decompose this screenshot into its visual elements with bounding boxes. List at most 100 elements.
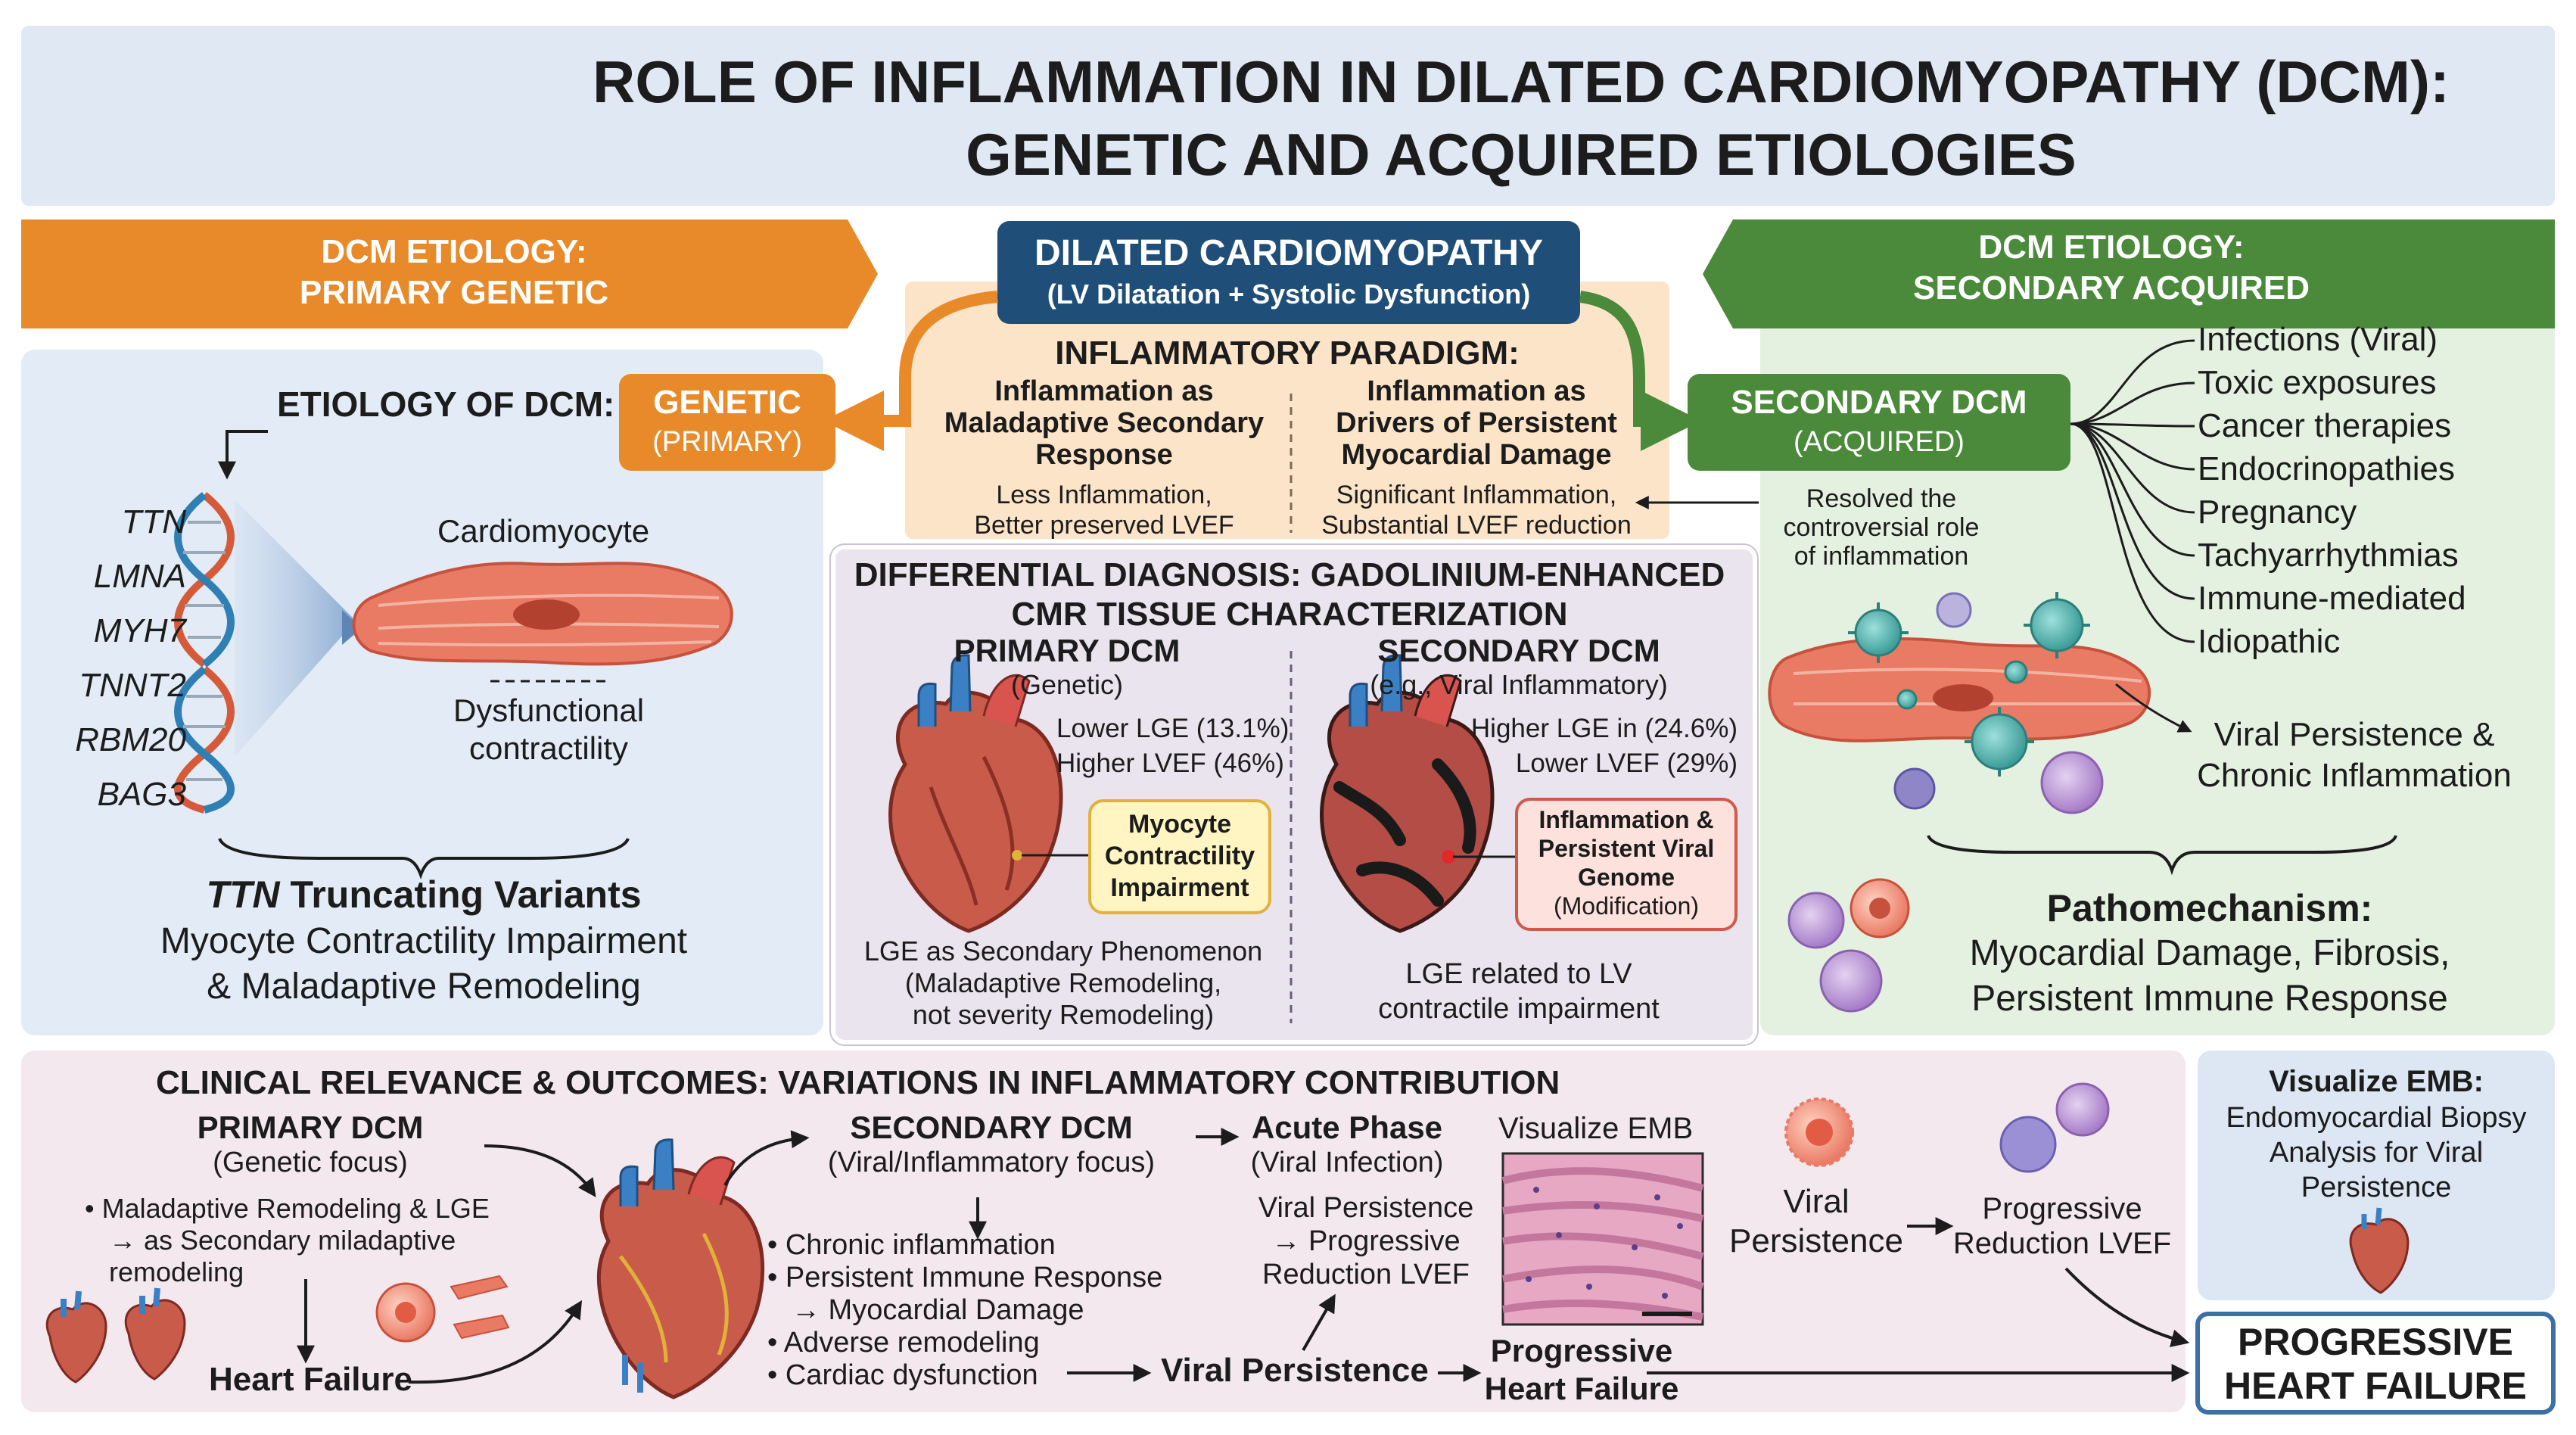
diff-secondary-stats: Higher LGE in (24.6%) Lower LVEF (29%) <box>1465 711 1738 781</box>
title-line-2: GENETIC AND ACQUIRED ETIOLOGIES <box>966 121 2077 188</box>
emb-histology-image <box>1501 1152 1704 1326</box>
differential-title-1: DIFFERENTIAL DIAGNOSIS: GADOLINIUM-ENHAN… <box>854 556 1725 593</box>
gene-tnnt2: TNNT2 <box>79 667 186 704</box>
clinical-viral-persistence: Viral Persistence <box>1161 1352 1429 1389</box>
emb-line-1: Endomyocardial Biopsy <box>2226 1102 2527 1134</box>
banner-center-shape <box>997 221 1580 324</box>
diff-secondary-box-4: (Modification) <box>1553 892 1700 920</box>
diff-secondary-foot-1: LGE related to LV <box>1405 958 1632 990</box>
clinical-secondary-head: SECONDARY DCM (Viral/Inflammatory focus) <box>802 1110 1181 1179</box>
emb-label: Visualize EMB <box>1498 1112 1694 1145</box>
diff-primary-box-3: Impairment <box>1110 873 1249 902</box>
paradigm-right-h1: Inflammation as <box>1367 375 1586 407</box>
etiology-label: ETIOLOGY OF DCM: <box>277 384 615 424</box>
hf-to-heart-arrow <box>408 1300 583 1384</box>
paradigm-left-s1: Less Inflammation, <box>996 481 1212 509</box>
diff-primary-foot: LGE as Secondary Phenomenon (Maladaptive… <box>840 935 1286 1031</box>
diff-secondary-foot: LGE related to LV contractile impairment <box>1296 957 1742 1026</box>
clinical-secondary-b5: • Cardiac dysfunction <box>767 1359 1038 1391</box>
diff-primary-foot-1: LGE as Secondary Phenomenon <box>863 935 1263 967</box>
primary-to-heart-arrow <box>484 1144 596 1197</box>
page-title: ROLE OF INFLAMMATION IN DILATED CARDIOMY… <box>484 45 2558 191</box>
diff-secondary-box-3: Genome <box>1577 864 1675 891</box>
final-line-1: PROGRESSIVE <box>2238 1321 2513 1363</box>
diff-primary-box-1: Myocyte <box>1128 810 1232 839</box>
ttn-summary-line-2: & Maladaptive Remodeling <box>207 967 641 1007</box>
virus-particles <box>1848 592 2104 814</box>
banner-left-line-1: DCM ETIOLOGY: <box>321 233 587 270</box>
clinical-secondary-title: SECONDARY DCM <box>850 1110 1133 1145</box>
ttn-gene-name: TTN <box>206 873 280 916</box>
genetic-badge-line-1: GENETIC <box>653 384 801 421</box>
emb-line-2: Analysis for Viral <box>2269 1137 2484 1169</box>
title-band <box>21 26 2555 206</box>
gene-bag3: BAG3 <box>97 776 186 813</box>
acute-phase-head: Acute Phase (Viral Infection) <box>1226 1110 1468 1179</box>
ttn-variants-label: Truncating Variants <box>279 873 642 916</box>
diff-secondary-stat-2: Lower LVEF (29%) <box>1515 749 1738 778</box>
cardiomyocyte-label: Cardiomyocyte <box>437 513 650 549</box>
cause-branches <box>2070 339 2195 643</box>
clinical-primary-bullets: • Maladaptive Remodeling & LGE → as Seco… <box>85 1193 490 1288</box>
diff-primary-head: PRIMARY DCM (Genetic) <box>848 633 1286 701</box>
diff-primary-box: Myocyte Contractility Impairment <box>1090 808 1270 904</box>
clinical-primary-b3: remodeling <box>109 1256 244 1287</box>
arrow-to-secondary <box>1579 291 1701 451</box>
clinical-primary-b2: → as Secondary miladaptive <box>109 1225 456 1256</box>
clinical-secondary-b3: → Myocardial Damage <box>792 1294 1084 1326</box>
clinical-primary-title: PRIMARY DCM <box>197 1110 424 1145</box>
banner-right-label: DCM ETIOLOGY: SECONDARY ACQUIRED <box>1763 227 2459 309</box>
genetic-badge-line-2: (PRIMARY) <box>652 426 802 458</box>
dysfunctional-label: Dysfunctional contractility <box>431 692 666 767</box>
emb-panel-text: Visualize EMB: Endomyocardial Biopsy Ana… <box>2198 1063 2555 1205</box>
differential-title-2: CMR TISSUE CHARACTERIZATION <box>1011 596 1568 633</box>
acute-phase-body: Viral Persistence → Progressive Reductio… <box>1226 1191 1506 1291</box>
paradigm-right-h3: Myocardial Damage <box>1341 439 1612 471</box>
final-box <box>2195 1312 2556 1415</box>
banner-right-line-1: DCM ETIOLOGY: <box>1978 229 2245 266</box>
gene-lmna: LMNA <box>93 558 186 595</box>
secondary-badge: SECONDARY DCM (ACQUIRED) <box>1688 381 2070 460</box>
clinical-prog-red-2: Reduction LVEF <box>1952 1227 2172 1260</box>
clinical-secondary-sub: (Viral/Inflammatory focus) <box>827 1147 1156 1178</box>
diff-secondary-sub: (e.g., Viral Inflammatory) <box>1370 669 1668 700</box>
cause-toxic: Toxic exposures <box>2198 364 2437 401</box>
patho-line-2: Persistent Immune Response <box>1971 979 2448 1019</box>
resolved-line-1: Resolved the <box>1806 484 1957 513</box>
acute-line-2: → Progressive <box>1271 1225 1461 1257</box>
banner-right-line-2: SECONDARY ACQUIRED <box>1913 269 2310 307</box>
viral-up-arrow <box>1302 1293 1336 1351</box>
heart-to-secondary-arrow <box>723 1130 810 1186</box>
paradigm-title: INFLAMMATORY PARADIGM: <box>1055 335 1520 372</box>
genetic-badge-shape <box>619 374 835 471</box>
secondary-heart-icon <box>1320 654 1495 933</box>
dna-to-cell-beam <box>235 500 356 757</box>
viral-cell-icon <box>1784 1097 1854 1167</box>
diff-secondary-title: SECONDARY DCM <box>1377 633 1660 668</box>
gene-myh7: MYH7 <box>93 612 186 649</box>
paradigm-left: Inflammation as Maladaptive Secondary Re… <box>926 375 1282 540</box>
cause-immune: Immune-mediated <box>2198 580 2466 617</box>
arrow-to-genetic <box>823 291 998 451</box>
diff-secondary-foot-2: contractile impairment <box>1378 993 1660 1025</box>
acute-title: Acute Phase <box>1251 1110 1443 1145</box>
cause-list: Infections (Viral) Toxic exposures Cance… <box>2198 318 2466 663</box>
cause-idiopathic: Idiopathic <box>2198 623 2341 660</box>
gene-list: TTN LMNA MYH7 TNNT2 RBM20 BAG3 <box>45 495 186 822</box>
genetic-brace <box>218 838 630 879</box>
cause-endocrine: Endocrinopathies <box>2198 450 2456 487</box>
beam-arrowhead <box>342 610 362 645</box>
resolved-line-3: of inflammation <box>1794 542 1969 571</box>
diff-secondary-box-1: Inflammation & <box>1538 806 1714 833</box>
ttn-summary-line-1: Myocyte Contractility Impairment <box>160 921 688 961</box>
paradigm-right-s2: Substantial LVEF reduction <box>1321 511 1632 540</box>
paradigm-right-s1: Significant Inflammation, <box>1336 481 1617 509</box>
paradigm-right-h2: Drivers of Persistent <box>1336 407 1617 439</box>
infected-cardiomyocyte-icon <box>1768 637 2151 742</box>
cardiomyocyte-icon <box>352 562 733 666</box>
viral-persistence-label: Viral Persistence & Chronic Inflammation <box>2169 714 2540 796</box>
final-label: PROGRESSIVE HEART FAILURE <box>2198 1320 2553 1408</box>
lvef-cells-icon <box>1999 1082 2110 1173</box>
